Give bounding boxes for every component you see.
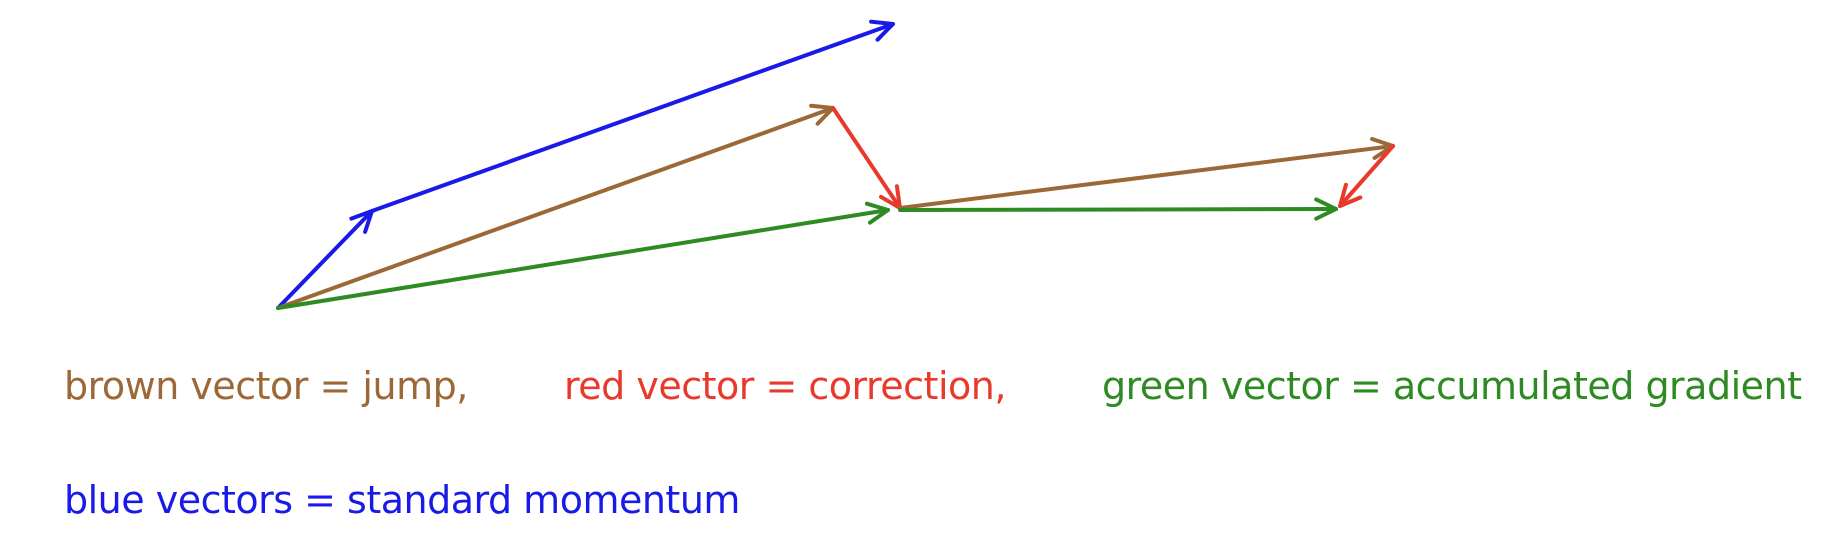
green-vector-accumulated-2 [898,197,1338,221]
red-vector-correction-2 [1338,144,1395,208]
red-vector-correction-1 [831,106,902,210]
blue-vector-momentum-jump [370,19,895,213]
legend-brown-vector: brown vector = jump, [64,364,468,408]
brown-vector-jump-1 [276,103,835,310]
legend-blue-vectors: blue vectors = standard momentum [64,478,740,522]
brown-vector-jump-2 [898,136,1395,210]
legend-red-vector: red vector = correction, [564,364,1006,408]
legend-green-vector: green vector = accumulated gradient [1102,364,1802,408]
green-vector-accumulated-1 [276,201,890,310]
